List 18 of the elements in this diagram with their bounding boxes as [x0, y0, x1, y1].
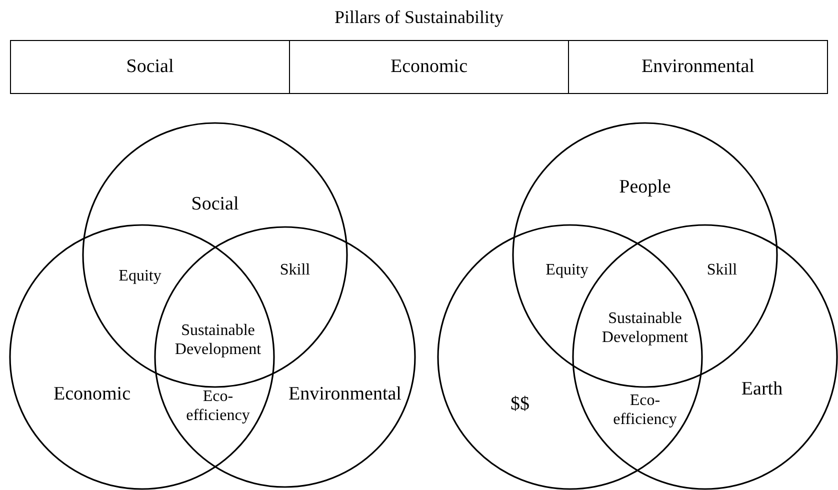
- circle-label: Environmental: [288, 384, 402, 406]
- region-label: Skill: [280, 260, 310, 280]
- table-cell: Economic: [290, 40, 569, 94]
- region-label: Eco-efficiency: [185, 386, 251, 426]
- region-label: Skill: [706, 260, 738, 280]
- circle-label: Earth: [741, 378, 783, 402]
- table-cell: Social: [10, 40, 290, 94]
- circle-label: Social: [191, 194, 239, 216]
- circle-label: $$: [510, 394, 530, 416]
- region-label: Eco-efficiency: [612, 390, 678, 430]
- table-cell: Environmental: [569, 40, 828, 94]
- region-label: Equity: [546, 260, 588, 280]
- circle-label: People: [619, 176, 671, 200]
- region-label: Sustainable Development: [174, 320, 262, 360]
- circle-label: Economic: [53, 384, 131, 406]
- diagram-title: Pillars of Sustainability: [334, 7, 504, 29]
- region-label: Sustainable Development: [600, 308, 690, 348]
- region-label: Equity: [118, 266, 162, 286]
